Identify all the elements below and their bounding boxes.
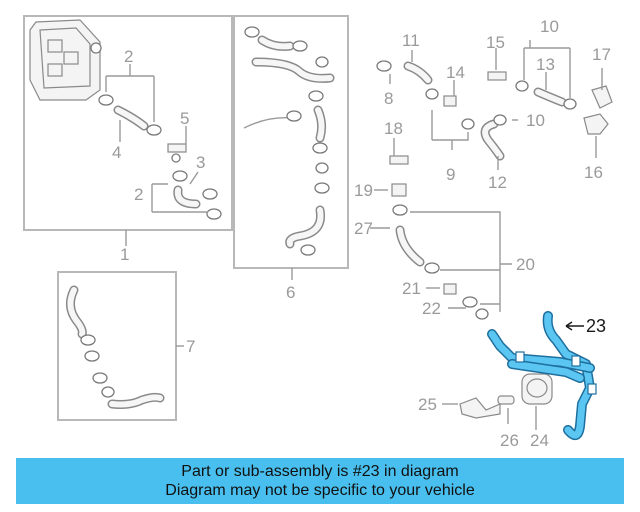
callout-20: 20 bbox=[516, 255, 535, 274]
callout-13: 13 bbox=[536, 55, 555, 74]
banner-line-part: Part or sub-assembly is #23 in diagram bbox=[181, 463, 459, 480]
highlighted-part-23 bbox=[487, 311, 597, 441]
callout-19: 19 bbox=[354, 181, 373, 200]
hose-group-6 bbox=[243, 26, 335, 256]
callout-5: 5 bbox=[180, 109, 189, 128]
callout-27: 27 bbox=[354, 219, 373, 238]
callout-23: 23 bbox=[586, 316, 606, 336]
banner-line-disclaimer: Diagram may not be specific to your vehi… bbox=[165, 482, 475, 499]
callout-12: 12 bbox=[488, 173, 507, 192]
info-banner: Part or sub-assembly is #23 in diagram D… bbox=[16, 458, 624, 504]
callout-18: 18 bbox=[384, 119, 403, 138]
callout-21: 21 bbox=[402, 279, 421, 298]
callout-2b: 2 bbox=[134, 185, 143, 204]
leader-lines bbox=[105, 40, 603, 430]
callout-7: 7 bbox=[186, 337, 195, 356]
reservoir-assembly bbox=[29, 19, 102, 101]
callout-9: 9 bbox=[446, 165, 455, 184]
callout-3: 3 bbox=[196, 153, 205, 172]
hose-group-1 bbox=[98, 94, 222, 220]
callout-16: 16 bbox=[584, 163, 603, 182]
callout-8: 8 bbox=[384, 89, 393, 108]
individual-parts bbox=[376, 60, 613, 320]
callouts: 2 4 5 3 2 1 6 7 8 11 14 9 15 10 13 17 10… bbox=[112, 17, 611, 450]
callout-26: 26 bbox=[500, 431, 519, 450]
callout-22: 22 bbox=[422, 299, 441, 318]
callout-17: 17 bbox=[592, 45, 611, 64]
callout-25: 25 bbox=[418, 395, 437, 414]
callout-2a: 2 bbox=[124, 47, 133, 66]
callout-10b: 10 bbox=[526, 111, 545, 130]
callout-11: 11 bbox=[402, 31, 420, 50]
callout-10a: 10 bbox=[540, 17, 559, 36]
callout-1: 1 bbox=[120, 245, 129, 264]
parts-diagram: 2 4 5 3 2 1 6 7 8 11 14 9 15 10 13 17 10… bbox=[23, 15, 613, 450]
callout-6: 6 bbox=[286, 283, 295, 302]
callout-4: 4 bbox=[112, 143, 121, 162]
callout-14: 14 bbox=[446, 63, 465, 82]
group-box-6 bbox=[233, 15, 349, 269]
callout-15: 15 bbox=[486, 33, 505, 52]
hose-group-7 bbox=[66, 285, 165, 409]
callout-24: 24 bbox=[530, 431, 549, 450]
bottom-parts bbox=[459, 373, 553, 419]
group-box-1 bbox=[23, 15, 233, 231]
